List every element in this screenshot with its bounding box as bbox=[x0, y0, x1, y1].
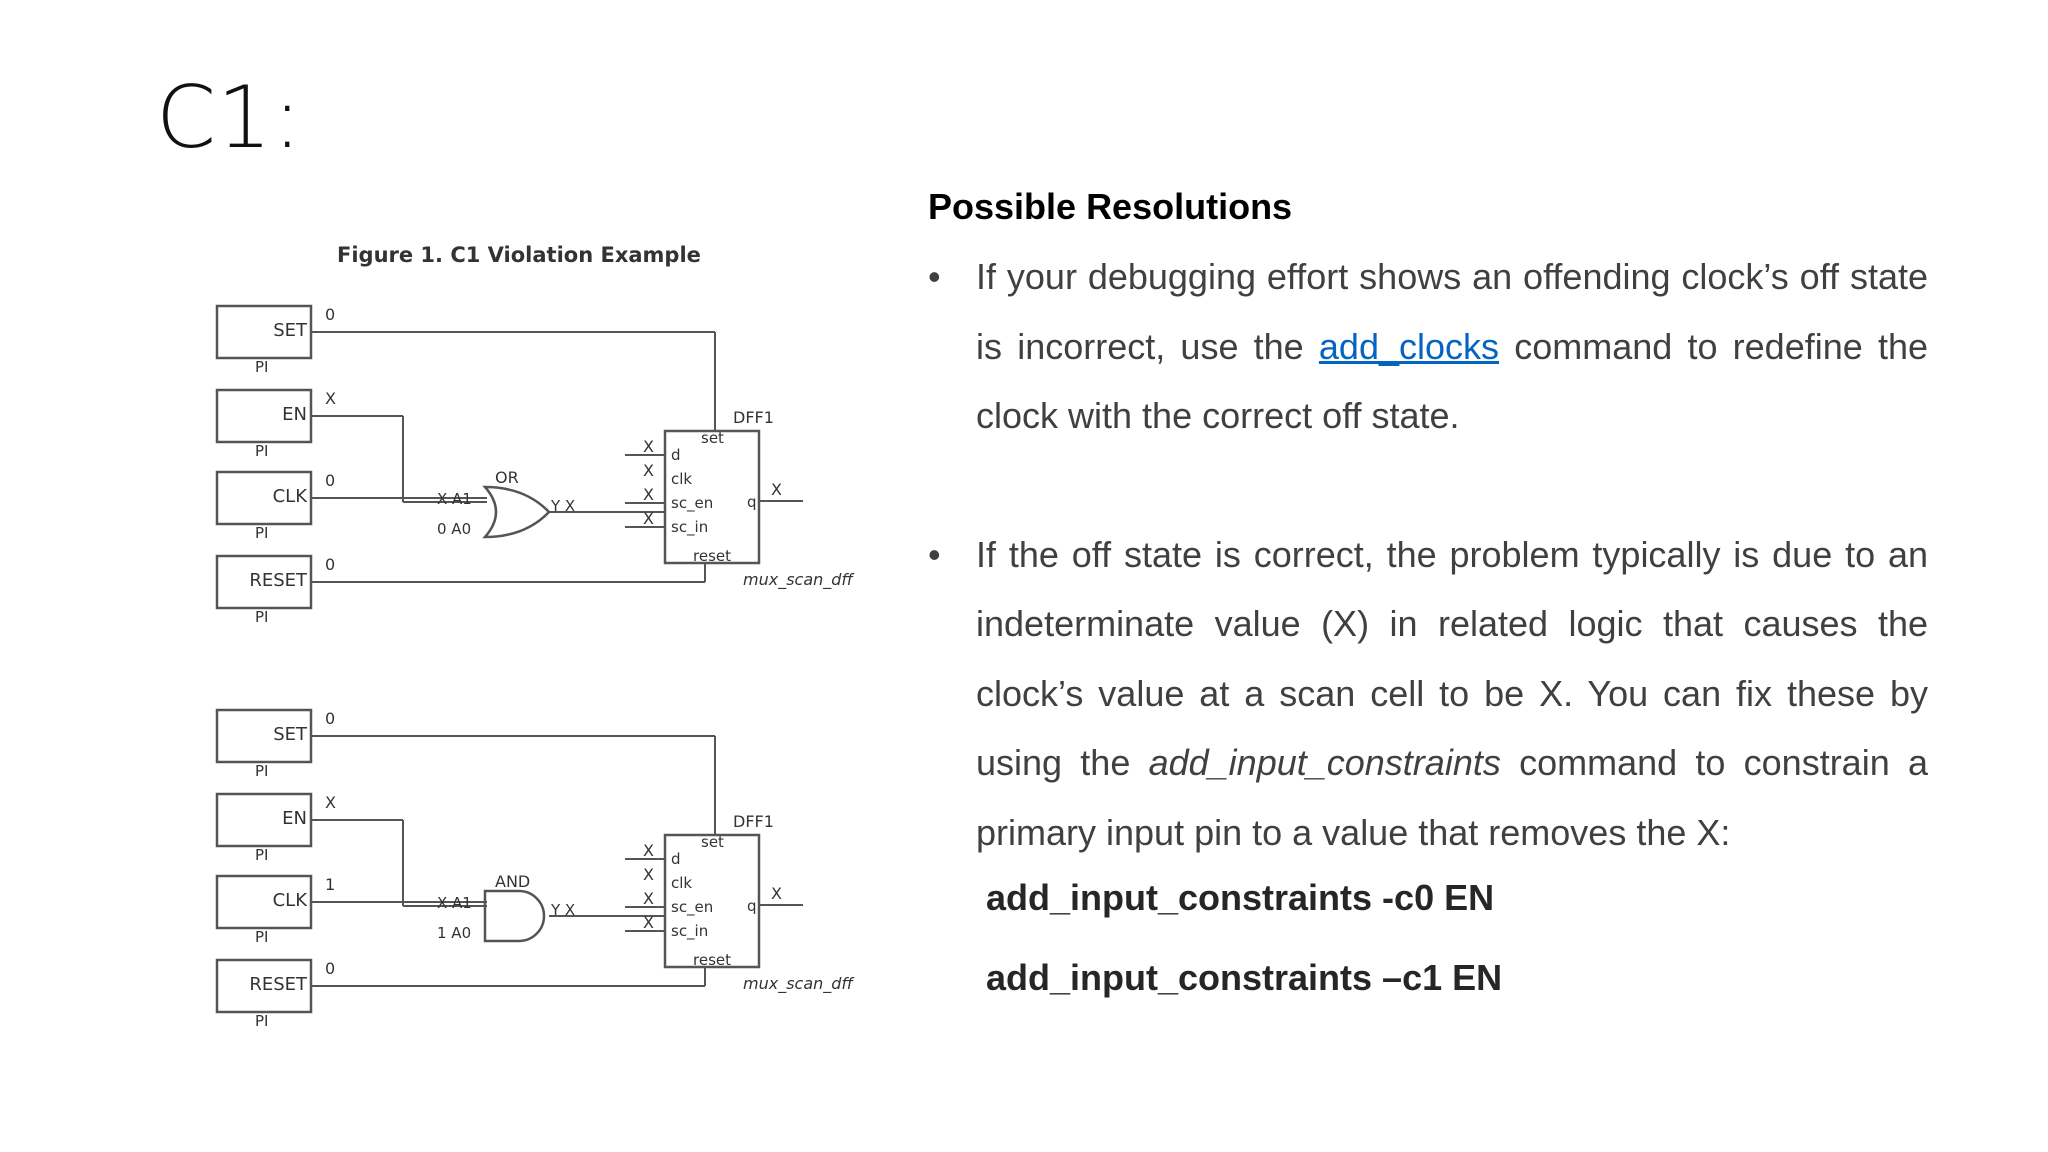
port-value-label: X bbox=[643, 437, 654, 456]
pin-value: 0 bbox=[325, 709, 335, 728]
port-value-label: X bbox=[643, 841, 654, 860]
gate-input-a1-label: X A1 bbox=[437, 894, 472, 912]
bullet-marker: • bbox=[928, 533, 941, 575]
gate-output-label: Y X bbox=[550, 497, 575, 515]
input-pin-name: EN bbox=[282, 808, 307, 829]
add-clocks-link[interactable]: add_clocks bbox=[1318, 325, 1500, 367]
pin-value: 0 bbox=[325, 305, 335, 324]
input-pin-name: EN bbox=[282, 404, 307, 425]
q-output-value: X bbox=[771, 480, 782, 499]
pin-value: X bbox=[325, 389, 336, 408]
flip-flop-port-label: sc_en bbox=[671, 898, 713, 917]
flip-flop-set-label: set bbox=[701, 833, 724, 851]
pin-tag: PI bbox=[255, 762, 268, 780]
slide-title: C1: bbox=[156, 68, 303, 168]
flip-flop-reset-label: reset bbox=[693, 547, 731, 565]
input-pin-name: CLK bbox=[273, 890, 309, 911]
pin-tag: PI bbox=[255, 608, 268, 626]
port-value-label: X bbox=[643, 865, 654, 884]
flip-flop-reset-label: reset bbox=[693, 951, 731, 969]
gate-input-a0-label: 0 A0 bbox=[437, 520, 471, 538]
flip-flop-name: DFF1 bbox=[733, 812, 774, 831]
command-c1: add_input_constraints –c1 EN bbox=[986, 957, 1503, 998]
flip-flop-cell-name: mux_scan_dff bbox=[743, 974, 855, 994]
command-name-italic: add_input_constraints bbox=[1148, 742, 1501, 783]
port-value-label: X bbox=[643, 889, 654, 908]
pin-value: 0 bbox=[325, 471, 335, 490]
flip-flop-port-label: clk bbox=[671, 470, 692, 488]
gate-input-a0-label: 1 A0 bbox=[437, 924, 471, 942]
bullet-marker: • bbox=[928, 256, 941, 297]
resolutions-panel: Possible Resolutions • If your debugging… bbox=[928, 180, 1928, 999]
flip-flop-port-label: clk bbox=[671, 874, 692, 892]
bullet-text: If your debugging effort shows an offend… bbox=[976, 256, 1928, 367]
input-pin-name: SET bbox=[273, 724, 308, 745]
flip-flop-name: DFF1 bbox=[733, 408, 774, 427]
pin-tag: PI bbox=[255, 358, 268, 376]
circuit-diagram: Figure 1. C1 Violation Example SETPI0ENP… bbox=[215, 243, 855, 1030]
pin-tag: PI bbox=[255, 524, 268, 542]
port-value-label: X bbox=[643, 485, 654, 504]
flip-flop-q-label: q bbox=[747, 493, 757, 511]
gate-type-label: OR bbox=[495, 468, 519, 487]
port-value-label: X bbox=[643, 913, 654, 932]
port-value-label: X bbox=[643, 461, 654, 480]
section-heading: Possible Resolutions bbox=[928, 186, 1293, 227]
q-output-value: X bbox=[771, 884, 782, 903]
input-pin-name: RESET bbox=[249, 974, 308, 995]
flip-flop-port-label: d bbox=[671, 446, 681, 464]
bullet-item-1: • If your debugging effort shows an offe… bbox=[928, 242, 1928, 451]
pin-tag: PI bbox=[255, 442, 268, 460]
flip-flop-port-label: sc_in bbox=[671, 922, 708, 941]
pin-tag: PI bbox=[255, 1012, 268, 1030]
flip-flop-port-label: sc_en bbox=[671, 494, 713, 513]
pin-tag: PI bbox=[255, 928, 268, 946]
flip-flop-q-label: q bbox=[747, 897, 757, 915]
flip-flop-box bbox=[663, 833, 761, 969]
gate-input-a1-label: X A1 bbox=[437, 490, 472, 508]
bullet-text: If the off state is correct, the problem… bbox=[976, 533, 1928, 784]
flip-flop-port-label: d bbox=[671, 850, 681, 868]
bullet-text: command to redefine the clock with the c… bbox=[976, 325, 1929, 437]
figure-caption: Figure 1. C1 Violation Example bbox=[337, 243, 701, 267]
input-pin-name: CLK bbox=[273, 486, 309, 507]
bullet-item-2: • If the off state is correct, the probl… bbox=[928, 520, 1928, 868]
input-pin-name: RESET bbox=[249, 570, 308, 591]
pin-value: 0 bbox=[325, 959, 335, 978]
or-gate-symbol bbox=[482, 485, 551, 539]
flip-flop-box bbox=[663, 429, 761, 565]
input-pin-name: SET bbox=[273, 320, 308, 341]
pin-value: 1 bbox=[325, 875, 335, 894]
pin-value: 0 bbox=[325, 555, 335, 574]
flip-flop-port-label: sc_in bbox=[671, 518, 708, 537]
pin-tag: PI bbox=[255, 846, 268, 864]
gate-output-label: Y X bbox=[550, 901, 575, 919]
gate-type-label: AND bbox=[495, 872, 530, 891]
bullet-text: command to constrain a primary input pin… bbox=[976, 742, 1928, 853]
command-c0: add_input_constraints -c0 EN bbox=[986, 877, 1495, 918]
port-value-label: X bbox=[643, 509, 654, 528]
flip-flop-cell-name: mux_scan_dff bbox=[743, 570, 855, 590]
and-gate-symbol bbox=[483, 889, 546, 943]
pin-value: X bbox=[325, 793, 336, 812]
flip-flop-set-label: set bbox=[701, 429, 724, 447]
